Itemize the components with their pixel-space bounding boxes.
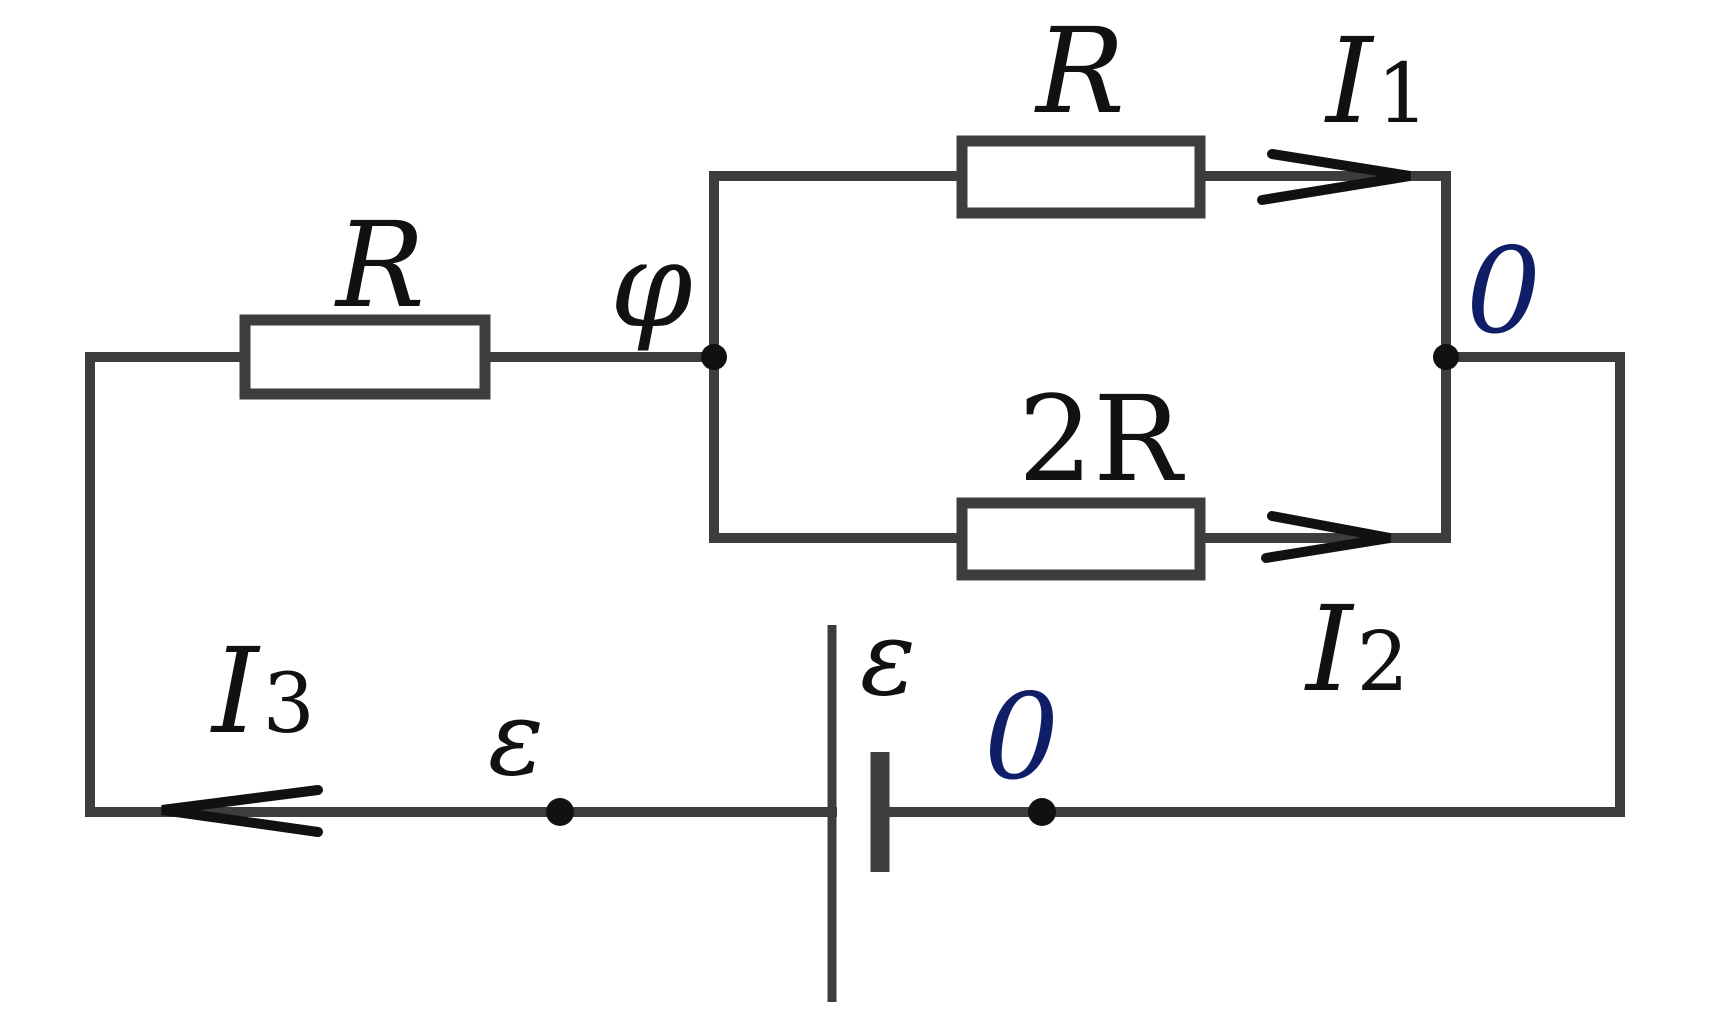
- label-i3-letter: I: [212, 622, 259, 760]
- node-zero: [1433, 344, 1459, 370]
- arrow-i1: [1257, 149, 1411, 205]
- arrow-i2: [1261, 511, 1391, 563]
- wire-parallel-right: [1195, 171, 1451, 543]
- label-r-bottom: 2R: [1018, 370, 1182, 508]
- label-i2-letter: I: [1306, 580, 1353, 718]
- label-i1: I1: [1326, 22, 1429, 140]
- terminal-zero: [1028, 798, 1056, 826]
- label-r-series: R: [336, 196, 425, 334]
- label-emf-cell: ε: [860, 597, 916, 719]
- label-i3-sub: 3: [262, 657, 315, 752]
- resistor-series-r: [239, 314, 491, 400]
- label-phi: φ: [610, 216, 693, 354]
- label-i1-letter: I: [1326, 12, 1373, 150]
- resistor-top-r: [956, 135, 1206, 219]
- label-i3: I3: [212, 632, 315, 750]
- wire-left-loop: [85, 352, 837, 817]
- label-zero-node: 0: [1466, 222, 1542, 360]
- label-i2: I2: [1306, 590, 1409, 708]
- label-zero-terminal: 0: [984, 668, 1060, 806]
- label-i1-sub: 1: [1376, 47, 1429, 142]
- terminal-emf: [546, 798, 574, 826]
- label-r-top: R: [1036, 2, 1125, 140]
- label-emf-terminal: ε: [488, 677, 544, 799]
- wire-parallel-left: [709, 171, 967, 543]
- label-i2-sub: 2: [1356, 615, 1409, 710]
- resistor-bottom-2r: [956, 497, 1206, 581]
- node-phi: [701, 344, 727, 370]
- arrow-i3: [161, 785, 323, 837]
- wire-right-loop: [875, 352, 1625, 817]
